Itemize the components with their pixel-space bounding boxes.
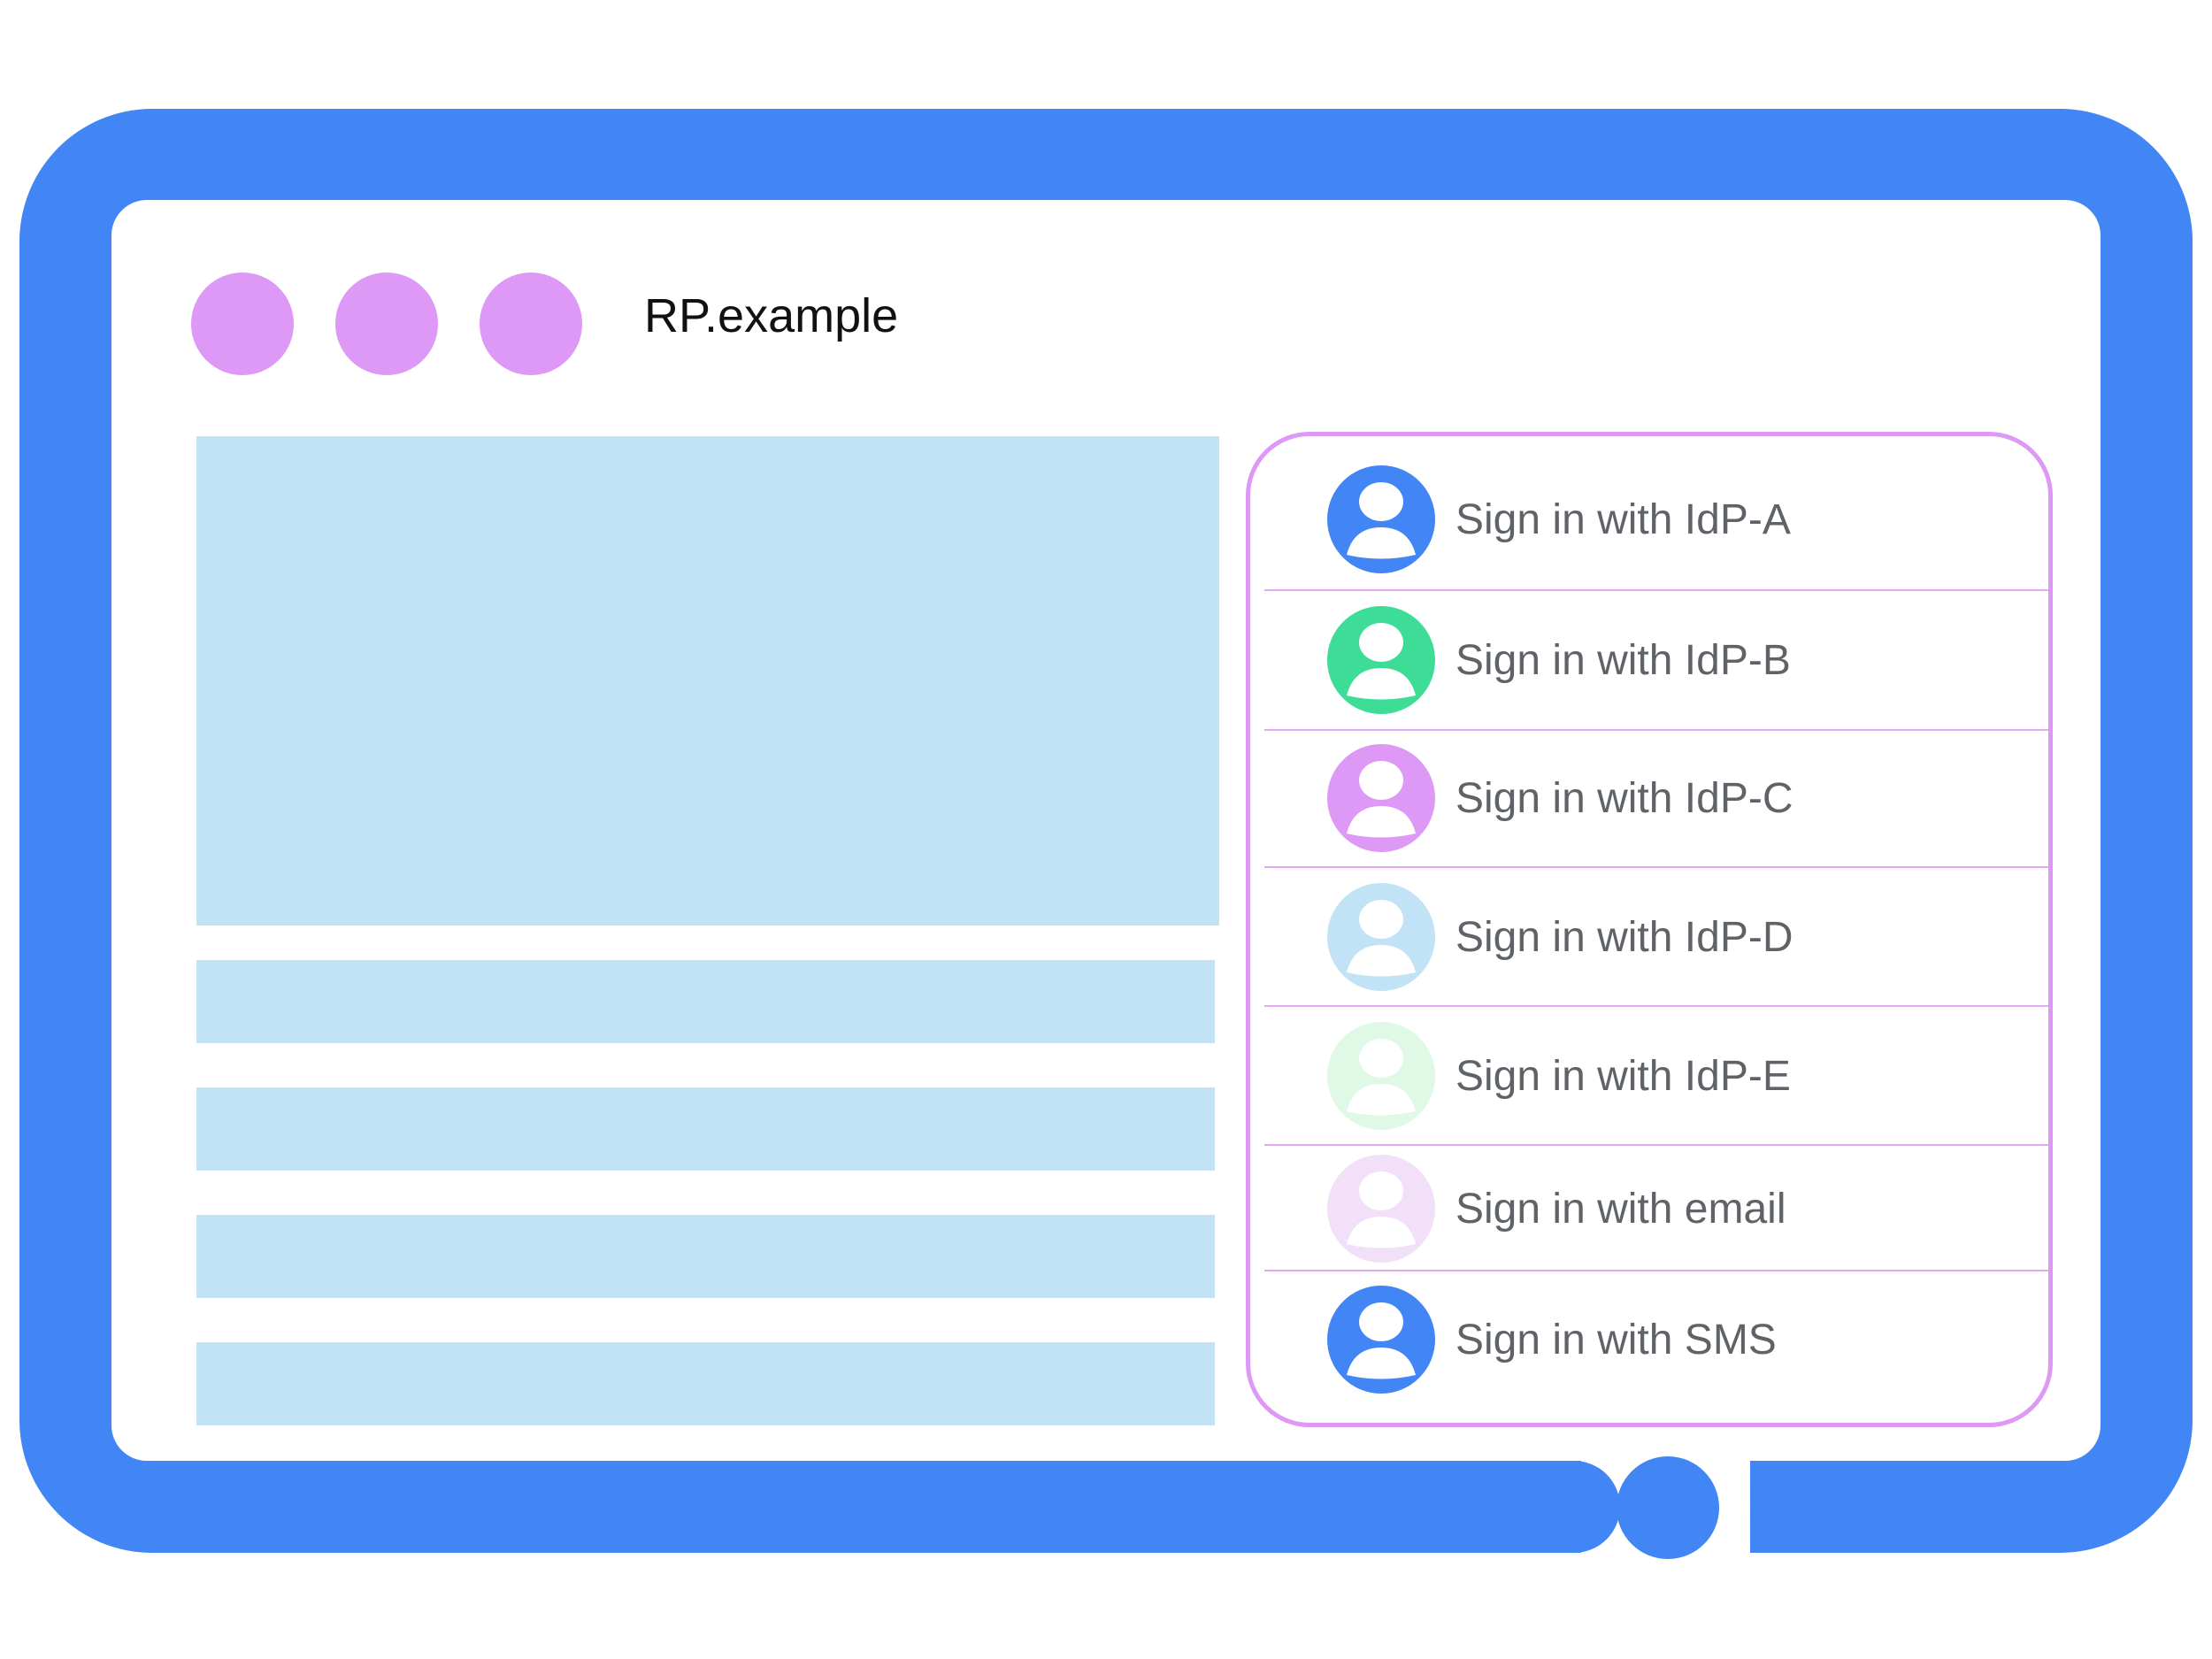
bezel-end-right xyxy=(1750,1461,1842,1553)
content-line-placeholder xyxy=(196,1215,1215,1298)
user-avatar-icon xyxy=(1327,1155,1435,1263)
signin-option-label: Sign in with email xyxy=(1455,1185,1786,1233)
user-avatar-icon xyxy=(1327,465,1435,573)
user-avatar-icon xyxy=(1327,1022,1435,1130)
signin-option-2[interactable]: Sign in with IdP-C xyxy=(1250,744,2048,852)
signin-option-label: Sign in with IdP-A xyxy=(1455,495,1791,543)
signin-option-label: Sign in with IdP-E xyxy=(1455,1052,1791,1100)
content-line-placeholder xyxy=(196,1087,1215,1171)
row-divider xyxy=(1264,866,2048,868)
row-divider xyxy=(1264,1270,2048,1271)
signin-option-label: Sign in with IdP-D xyxy=(1455,913,1793,961)
signin-option-5[interactable]: Sign in with email xyxy=(1250,1155,2048,1263)
window-dot-minimize[interactable] xyxy=(335,273,438,375)
row-divider xyxy=(1264,729,2048,731)
user-avatar-icon xyxy=(1327,883,1435,991)
signin-option-3[interactable]: Sign in with IdP-D xyxy=(1250,883,2048,991)
signin-option-4[interactable]: Sign in with IdP-E xyxy=(1250,1022,2048,1130)
bezel-end-left xyxy=(1528,1461,1620,1553)
signin-option-6[interactable]: Sign in with SMS xyxy=(1250,1286,2048,1394)
user-avatar-icon xyxy=(1327,606,1435,714)
content-hero-placeholder xyxy=(196,436,1219,926)
signin-option-0[interactable]: Sign in with IdP-A xyxy=(1250,465,2048,573)
user-avatar-icon xyxy=(1327,744,1435,852)
signin-option-label: Sign in with IdP-C xyxy=(1455,774,1793,822)
user-avatar-icon xyxy=(1327,1286,1435,1394)
signin-options-panel: Sign in with IdP-A Sign in with IdP-B Si… xyxy=(1246,432,2053,1427)
row-divider xyxy=(1264,589,2048,591)
site-title: RP.example xyxy=(644,289,899,342)
home-button[interactable] xyxy=(1617,1456,1719,1559)
signin-option-1[interactable]: Sign in with IdP-B xyxy=(1250,606,2048,714)
signin-option-label: Sign in with SMS xyxy=(1455,1316,1777,1363)
signin-option-label: Sign in with IdP-B xyxy=(1455,636,1791,684)
content-line-placeholder xyxy=(196,960,1215,1043)
row-divider xyxy=(1264,1144,2048,1146)
window-dot-close[interactable] xyxy=(191,273,294,375)
window-dot-maximize[interactable] xyxy=(480,273,582,375)
row-divider xyxy=(1264,1005,2048,1007)
content-line-placeholder xyxy=(196,1342,1215,1425)
